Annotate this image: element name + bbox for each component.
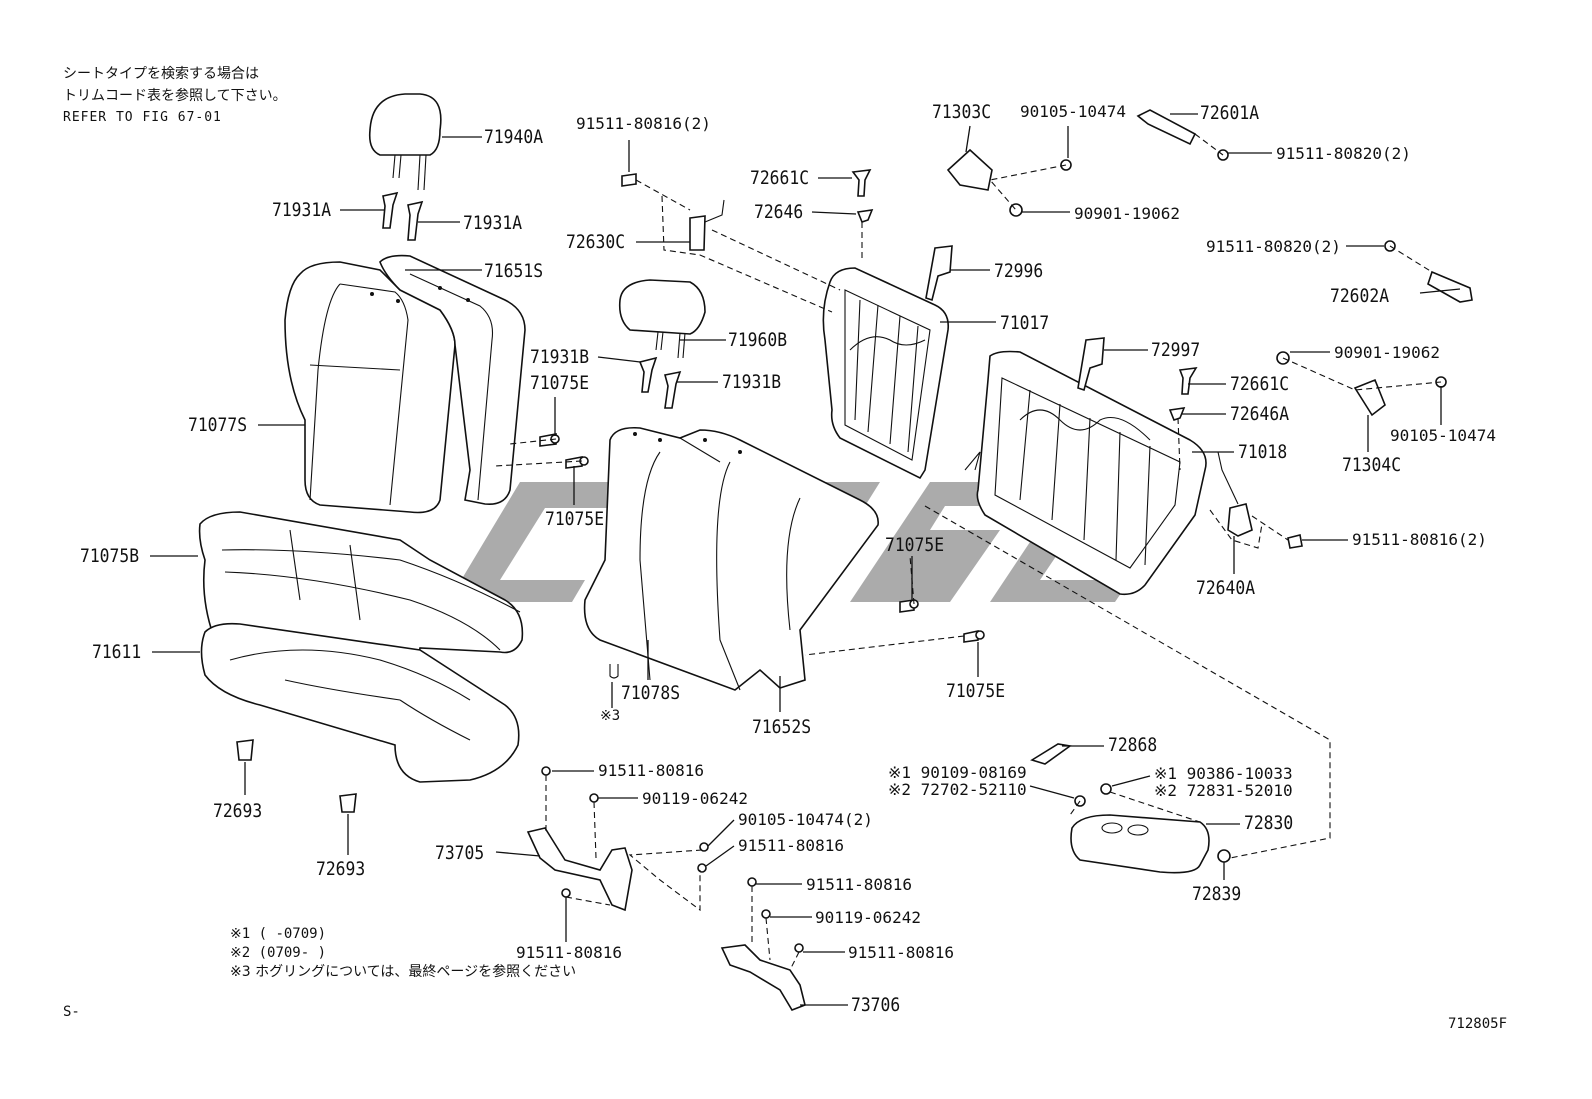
hog-ring — [609, 664, 619, 679]
label-72661C[interactable]: 72661C — [750, 167, 810, 189]
label-91511-80816-2-top[interactable]: 91511-80816(2) — [576, 114, 711, 133]
label-90105-10474-2[interactable]: 90105-10474(2) — [738, 810, 873, 829]
note-refer: REFER TO FIG 67-01 — [63, 110, 222, 125]
footnote-2: ※2 (0709- ) — [230, 945, 327, 961]
footnote-3: ※3 ホグリングについては、最終ページを参照ください — [230, 964, 577, 980]
label-71018[interactable]: 71018 — [1238, 441, 1288, 463]
label-91511-80816-e[interactable]: 91511-80816 — [848, 943, 954, 962]
label-71931A-2[interactable]: 71931A — [463, 212, 523, 234]
label-72601A[interactable]: 72601A — [1200, 102, 1260, 124]
clip-72693 — [236, 739, 357, 813]
label-72996[interactable]: 72996 — [994, 260, 1044, 282]
label-72661C-2[interactable]: 72661C — [1230, 373, 1290, 395]
label-91511-80816-a[interactable]: 91511-80816 — [598, 761, 704, 780]
label-72868[interactable]: 72868 — [1108, 734, 1158, 756]
label-73706[interactable]: 73706 — [851, 994, 901, 1016]
label-71075E-1[interactable]: 71075E — [530, 372, 590, 394]
seatback-71077S — [284, 261, 456, 514]
seatback-frame-71018 — [964, 350, 1207, 596]
label-90119-06242-a[interactable]: 90119-06242 — [642, 789, 748, 808]
label-90109-08169[interactable]: ※1 90109-08169 — [888, 763, 1027, 782]
bracket-73706 — [720, 877, 806, 1011]
label-71078S[interactable]: 71078S — [621, 682, 681, 704]
note-jp-line1: シートタイプを検索する場合は — [63, 66, 259, 82]
label-72646A[interactable]: 72646A — [1230, 403, 1290, 425]
headrest-guide-71931A — [382, 191, 424, 241]
seatback-frame-71017 — [822, 267, 950, 480]
label-71960B[interactable]: 71960B — [728, 329, 788, 351]
armrest-72830 — [1070, 814, 1231, 874]
label-72830[interactable]: 72830 — [1244, 812, 1294, 834]
label-72646[interactable]: 72646 — [754, 201, 804, 223]
label-71304C[interactable]: 71304C — [1342, 454, 1402, 476]
label-71611[interactable]: 71611 — [92, 641, 142, 663]
bracket-71303C — [946, 148, 1072, 217]
cap-72661C-right — [1168, 367, 1198, 421]
label-72702-52110[interactable]: ※2 72702-52110 — [888, 780, 1027, 799]
label-73705[interactable]: 73705 — [435, 842, 485, 864]
label-72602A[interactable]: 72602A — [1330, 285, 1390, 307]
label-note-3-mark: ※3 — [600, 708, 621, 724]
corner-left-mark: S- — [63, 1004, 80, 1020]
label-72831-52010[interactable]: ※2 72831-52010 — [1154, 781, 1293, 800]
cap-72661C — [851, 169, 874, 223]
label-90901-19062-a[interactable]: 90901-19062 — [1074, 204, 1180, 223]
headrest-71940A — [368, 93, 442, 191]
cover-72868 — [1030, 743, 1073, 765]
latch-72630C — [621, 173, 725, 251]
label-90105-10474-top[interactable]: 90105-10474 — [1020, 102, 1126, 121]
label-91511-80816-b[interactable]: 91511-80816 — [738, 836, 844, 855]
label-72693-1[interactable]: 72693 — [213, 800, 263, 822]
bracket-73705 — [526, 766, 709, 912]
label-71075E-4[interactable]: 71075E — [946, 680, 1006, 702]
seatback-71651S — [379, 254, 526, 506]
bracket-71304C — [1276, 351, 1447, 417]
label-90119-06242-b[interactable]: 90119-06242 — [815, 908, 921, 927]
label-71652S[interactable]: 71652S — [752, 716, 812, 738]
note-jp-line2: トリムコード表を参照して下さい。 — [63, 88, 287, 104]
label-72693-2[interactable]: 72693 — [316, 858, 366, 880]
headrest-71960B — [618, 279, 706, 409]
label-90901-19062-b[interactable]: 90901-19062 — [1334, 343, 1440, 362]
label-71940A[interactable]: 71940A — [484, 126, 544, 148]
label-72839[interactable]: 72839 — [1192, 883, 1242, 905]
label-71931B-2[interactable]: 71931B — [722, 371, 782, 393]
label-71075B[interactable]: 71075B — [80, 545, 140, 567]
label-72997[interactable]: 72997 — [1151, 339, 1201, 361]
label-91511-80820-2-a[interactable]: 91511-80820(2) — [1276, 144, 1411, 163]
seatback-cover-71078S — [583, 426, 879, 691]
label-91511-80816-d[interactable]: 91511-80816 — [806, 875, 912, 894]
knob-72996 — [925, 245, 1105, 392]
figure-id: 712805F — [1448, 1016, 1508, 1032]
nut-90386-10033 — [1100, 783, 1112, 795]
dashed-guides — [494, 133, 1442, 971]
hook-72602A — [1384, 240, 1473, 303]
label-71017[interactable]: 71017 — [1000, 312, 1050, 334]
leader-lines — [150, 113, 1461, 1006]
label-71931A-1[interactable]: 71931A — [272, 199, 332, 221]
label-71075E-3[interactable]: 71075E — [885, 534, 945, 556]
label-90105-10474-b[interactable]: 90105-10474 — [1390, 426, 1496, 445]
latch-72640A — [1217, 451, 1303, 549]
label-71075E-2[interactable]: 71075E — [545, 508, 605, 530]
seat-cushion-pad-71611 — [200, 622, 520, 783]
label-71651S[interactable]: 71651S — [484, 260, 544, 282]
label-71931B-1[interactable]: 71931B — [530, 346, 590, 368]
label-91511-80820-2-b[interactable]: 91511-80820(2) — [1206, 237, 1341, 256]
footnote-1: ※1 ( -0709) — [230, 926, 327, 942]
label-91511-80816-c[interactable]: 91511-80816 — [516, 943, 622, 962]
label-72630C[interactable]: 72630C — [566, 231, 626, 253]
label-91511-80816-2-right[interactable]: 91511-80816(2) — [1352, 530, 1487, 549]
label-71303C[interactable]: 71303C — [932, 101, 992, 123]
label-72640A[interactable]: 72640A — [1196, 577, 1256, 599]
label-71077S[interactable]: 71077S — [188, 414, 248, 436]
label-90386-10033[interactable]: ※1 90386-10033 — [1154, 764, 1293, 783]
